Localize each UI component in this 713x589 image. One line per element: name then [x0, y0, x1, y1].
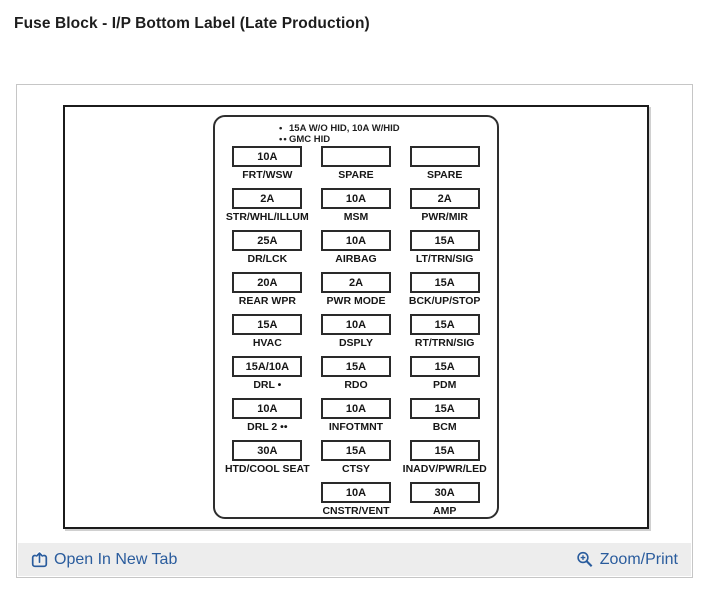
- fuse-cell: 15A RDO: [312, 356, 401, 398]
- fuse-label: STR/WHL/ILLUM: [225, 211, 309, 223]
- fuse-box: 15A: [320, 356, 391, 377]
- fuse-cell: 15A HVAC: [223, 314, 312, 356]
- fuse-diagram-frame: • 15A W/O HID, 10A W/HID ••GMC HID 10A FRT…: [63, 105, 649, 529]
- fuse-label: INFOTMNT: [328, 421, 384, 433]
- fuse-box: 25A: [232, 230, 303, 251]
- zoom-magnifier-icon: [576, 551, 594, 569]
- fuse-cell: 30A HTD/COOL SEAT: [223, 440, 312, 482]
- fuse-label: SPARE: [338, 169, 374, 181]
- fuse-cell: 15A CTSY: [312, 440, 401, 482]
- zoom-print-label: Zoom/Print: [599, 550, 678, 568]
- fuse-box: [320, 146, 391, 167]
- fuse-box: 10A: [320, 314, 391, 335]
- legend: • 15A W/O HID, 10A W/HID ••GMC HID: [279, 123, 497, 146]
- fuse-box: 2A: [320, 272, 391, 293]
- fuse-box: 15A/10A: [232, 356, 303, 377]
- fuse-cell: 2A STR/WHL/ILLUM: [223, 188, 312, 230]
- fuse-cell: 15A BCK/UP/STOP: [400, 272, 489, 314]
- open-in-new-tab-icon: [31, 551, 48, 568]
- fuse-cell: 2A PWR/MIR: [400, 188, 489, 230]
- footer-bar: Open In New Tab Zoom/Print: [18, 543, 691, 576]
- open-in-new-tab-label: Open In New Tab: [54, 550, 178, 568]
- fuse-label: AMP: [432, 505, 457, 517]
- fuse-label: DRL 2 ••: [247, 421, 288, 433]
- fuse-cell: 15A INADV/PWR/LED: [400, 440, 489, 482]
- legend-line: • 15A W/O HID, 10A W/HID: [279, 123, 497, 134]
- fuse-box: 10A: [320, 230, 391, 251]
- fuse-cell: 20A REAR WPR: [223, 272, 312, 314]
- fuse-cell: 10A DSPLY: [312, 314, 401, 356]
- fuse-box: 30A: [232, 440, 303, 461]
- fuse-label: PWR/MIR: [421, 211, 468, 223]
- fuse-cell: 2A PWR MODE: [312, 272, 401, 314]
- fuse-label: LT/TRN/SIG: [415, 253, 474, 265]
- fuse-box: 10A: [320, 398, 391, 419]
- fuse-box: 2A: [409, 188, 480, 209]
- fuse-box: 10A: [232, 398, 303, 419]
- fuse-box: 15A: [409, 272, 480, 293]
- fuse-label: RT/TRN/SIG: [414, 337, 475, 349]
- page-title: Fuse Block - I/P Bottom Label (Late Prod…: [14, 15, 370, 32]
- fuse-box: 2A: [232, 188, 303, 209]
- fuse-label: AIRBAG: [335, 253, 377, 265]
- open-in-new-tab-link[interactable]: Open In New Tab: [31, 551, 177, 569]
- fuse-label: DRL •: [253, 379, 282, 391]
- fuse-cell: SPARE: [400, 146, 489, 188]
- fuse-label: DSPLY: [338, 337, 374, 349]
- fuse-grid: 10A FRT/WSW SPARE SPARE 2A STR/WHL/ILLUM 10A MS…: [215, 146, 497, 524]
- fuse-cell: 30A AMP: [400, 482, 489, 524]
- fuse-label: CNSTR/VENT: [322, 505, 390, 517]
- legend-text: 15A W/O HID, 10A W/HID: [289, 123, 400, 134]
- fuse-label: INADV/PWR/LED: [402, 463, 487, 475]
- fuse-box: [409, 146, 480, 167]
- fuse-box: 10A: [232, 146, 303, 167]
- zoom-print-link[interactable]: Zoom/Print: [576, 551, 678, 569]
- fuse-box: 15A: [409, 314, 480, 335]
- legend-bullet: •: [279, 123, 284, 134]
- fuse-box: 15A: [409, 440, 480, 461]
- fuse-box: 15A: [320, 440, 391, 461]
- fuse-box: 20A: [232, 272, 303, 293]
- fuse-cell: 10A DRL 2 ••: [223, 398, 312, 440]
- legend-bullet: ••: [279, 134, 288, 145]
- fuse-label: BCK/UP/STOP: [408, 295, 481, 307]
- fuse-label: BCM: [432, 421, 457, 433]
- fuse-cell: 10A INFOTMNT: [312, 398, 401, 440]
- fuse-label: REAR WPR: [238, 295, 296, 307]
- fuse-cell: 15A LT/TRN/SIG: [400, 230, 489, 272]
- fuse-cell: 15A/10A DRL •: [223, 356, 312, 398]
- fuse-label: RDO: [344, 379, 368, 391]
- fuse-cell: [223, 482, 312, 524]
- fuse-label: DR/LCK: [247, 253, 288, 265]
- fuse-cell: 15A RT/TRN/SIG: [400, 314, 489, 356]
- fuse-label: PWR MODE: [326, 295, 386, 307]
- fuse-cell: 15A PDM: [400, 356, 489, 398]
- fuse-label: PDM: [432, 379, 457, 391]
- fuse-label: FRT/WSW: [242, 169, 293, 181]
- legend-text: GMC HID: [289, 134, 331, 145]
- fuse-block-outline: • 15A W/O HID, 10A W/HID ••GMC HID 10A FRT…: [213, 115, 499, 519]
- fuse-label: HTD/COOL SEAT: [224, 463, 310, 475]
- fuse-box: 15A: [232, 314, 303, 335]
- fuse-cell: 10A CNSTR/VENT: [312, 482, 401, 524]
- fuse-box: 30A: [409, 482, 480, 503]
- fuse-box: 10A: [320, 188, 391, 209]
- fuse-cell: 10A AIRBAG: [312, 230, 401, 272]
- fuse-label: MSM: [343, 211, 369, 223]
- fuse-label: CTSY: [341, 463, 370, 475]
- fuse-cell: 10A MSM: [312, 188, 401, 230]
- legend-line: ••GMC HID: [279, 134, 497, 145]
- fuse-box: 15A: [409, 230, 480, 251]
- fuse-label: SPARE: [426, 169, 463, 181]
- fuse-cell: SPARE: [312, 146, 401, 188]
- fuse-label: HVAC: [252, 337, 282, 349]
- content-panel: • 15A W/O HID, 10A W/HID ••GMC HID 10A FRT…: [16, 84, 693, 578]
- fuse-cell: 10A FRT/WSW: [223, 146, 312, 188]
- fuse-box: 15A: [409, 398, 480, 419]
- fuse-box: 10A: [320, 482, 391, 503]
- fuse-box: 15A: [409, 356, 480, 377]
- fuse-cell: 25A DR/LCK: [223, 230, 312, 272]
- fuse-cell: 15A BCM: [400, 398, 489, 440]
